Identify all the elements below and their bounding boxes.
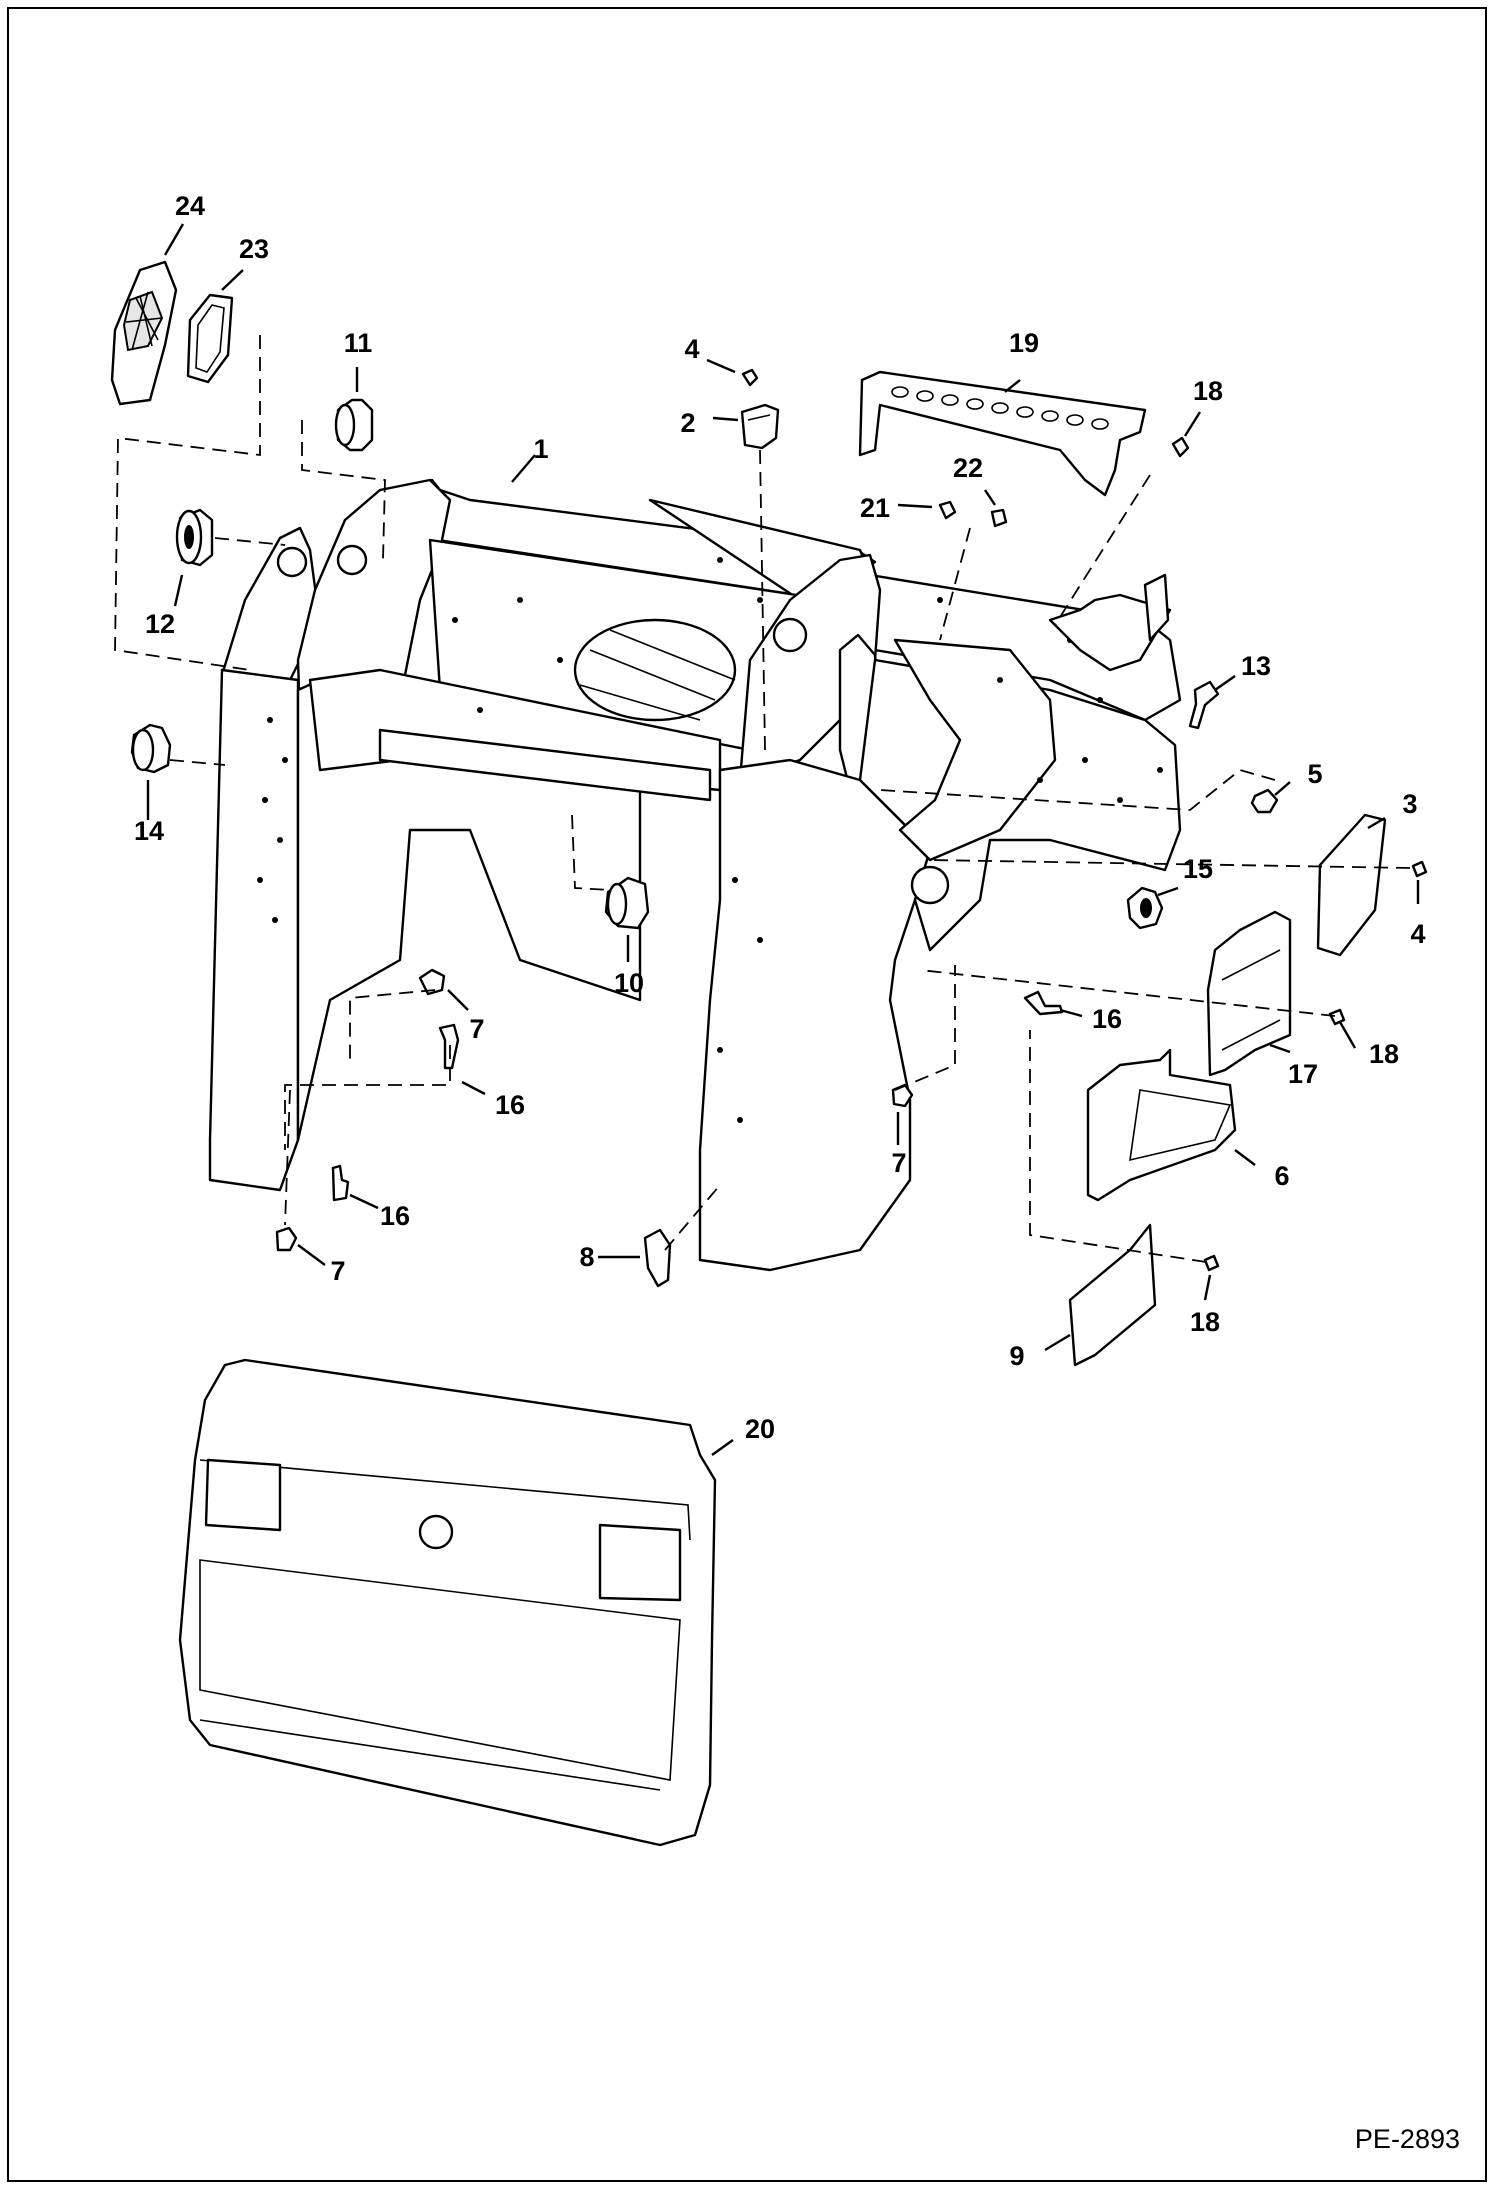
callout-8: 8 — [579, 1242, 594, 1272]
part-8-bracket — [643, 1228, 672, 1288]
part-7-nut-low — [275, 1226, 298, 1252]
callout-4-top: 4 — [684, 334, 699, 364]
callout-23: 23 — [239, 234, 269, 264]
callout-22: 22 — [953, 453, 983, 483]
callout-3: 3 — [1402, 789, 1417, 819]
part-16-bolt-low — [331, 1164, 350, 1202]
callout-7-low: 7 — [330, 1256, 345, 1286]
callout-13: 13 — [1241, 651, 1271, 681]
callout-16-mid: 16 — [495, 1090, 525, 1120]
rail-holes — [891, 386, 1109, 430]
part-2-bracket — [740, 403, 780, 450]
part-13-bolt — [1188, 680, 1220, 730]
callout-16-low: 16 — [380, 1201, 410, 1231]
callout-9: 9 — [1009, 1341, 1024, 1371]
callout-15: 15 — [1183, 854, 1213, 884]
part-22-plug — [990, 508, 1008, 528]
callout-24: 24 — [175, 191, 205, 221]
callout-16-right: 16 — [1092, 1004, 1122, 1034]
part-11-bushing — [334, 398, 374, 452]
callout-11: 11 — [344, 328, 373, 358]
callout-6: 6 — [1274, 1161, 1289, 1191]
drawing-number: PE-2893 — [1354, 2124, 1460, 2154]
part-21-plug — [938, 500, 957, 520]
callout-18-low: 18 — [1190, 1307, 1220, 1337]
part-4-screw-right — [1411, 860, 1428, 878]
callout-5: 5 — [1307, 759, 1322, 789]
callout-7-upper: 7 — [469, 1014, 484, 1044]
callout-12: 12 — [145, 609, 175, 639]
callout-10: 10 — [614, 968, 644, 998]
part-15-bushing — [1126, 886, 1164, 930]
leader-lines — [146, 223, 1420, 1456]
part-12-bearing — [175, 508, 214, 567]
callout-21: 21 — [860, 493, 890, 523]
part-6-duct — [1086, 1048, 1237, 1202]
part-5-nut — [1250, 788, 1279, 814]
callout-14: 14 — [134, 816, 164, 846]
part-20-rear-door — [178, 1358, 717, 1847]
part-17-cover — [1206, 910, 1292, 1077]
callout-19: 19 — [1009, 328, 1039, 358]
part-18-screw-low — [1203, 1254, 1220, 1272]
callout-7-right: 7 — [891, 1148, 906, 1178]
part-18-screw-mid — [1328, 1008, 1346, 1026]
callout-4-right: 4 — [1410, 919, 1425, 949]
part-4-screw-top — [741, 368, 759, 387]
callout-17: 17 — [1288, 1059, 1318, 1089]
part-1-main-frame — [208, 478, 1182, 1272]
alignment-lines — [114, 335, 1411, 1263]
part-14-bushing — [130, 723, 172, 774]
callout-1: 1 — [533, 434, 548, 464]
part-24-grille — [110, 260, 178, 406]
part-9-panel — [1068, 1223, 1157, 1367]
part-19-rail — [858, 370, 1147, 497]
callout-2: 2 — [680, 408, 695, 438]
part-18-screw-top — [1171, 436, 1190, 458]
callout-18-top: 18 — [1193, 376, 1223, 406]
sheet-border — [7, 7, 1487, 2182]
part-10-bushing — [604, 876, 650, 930]
callout-18-mid: 18 — [1369, 1039, 1399, 1069]
part-3-plate — [1316, 813, 1387, 957]
part-16-bolt-right — [1023, 990, 1064, 1016]
part-23-seal — [186, 293, 234, 384]
callout-20: 20 — [745, 1414, 775, 1444]
callout-labels: 24 23 11 4 2 19 18 1 22 21 12 13 14 5 3 … — [134, 191, 1426, 1444]
part-16-bolt-mid — [438, 1023, 460, 1070]
